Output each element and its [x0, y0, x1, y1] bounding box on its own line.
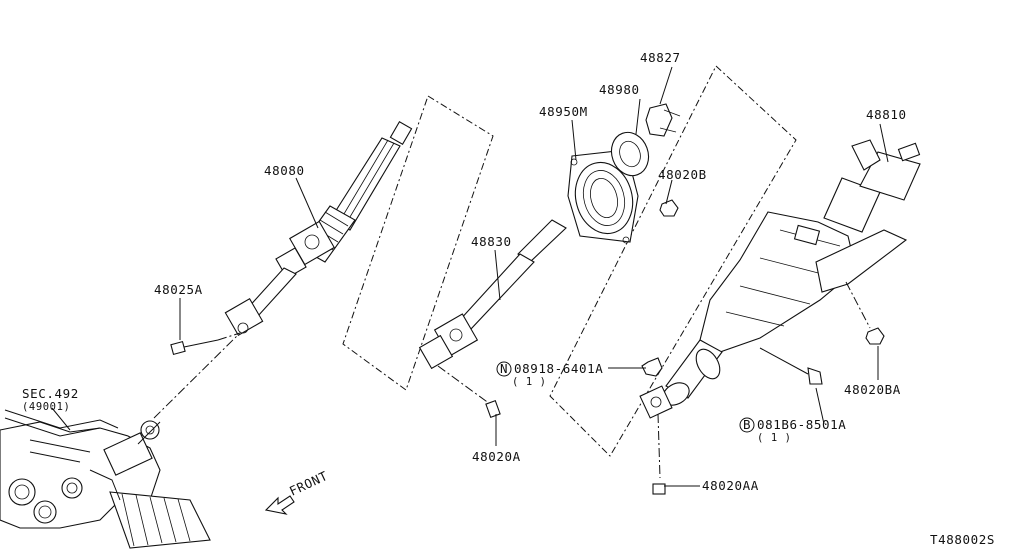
- steering-gear-assembly: [0, 409, 211, 549]
- label-48830: 48830: [471, 234, 512, 249]
- drawing-number: T488002S: [930, 532, 995, 547]
- intermediate-shaft-enclosure: [342, 95, 494, 391]
- bolt-48020AA: [652, 413, 666, 495]
- label-nut-prefix: N: [500, 361, 508, 376]
- label-sec-ref: SEC.492: [22, 386, 79, 401]
- label-bolt-code: 081B6-8501A: [757, 417, 846, 432]
- label-bolt-qty: ( 1 ): [757, 432, 792, 444]
- label-48827: 48827: [640, 50, 681, 65]
- label-48950M: 48950M: [539, 104, 588, 119]
- nut-08918-6401A: [641, 357, 663, 377]
- label-sec-sub: (49001): [22, 401, 70, 413]
- intermediate-shaft-48830: [418, 219, 567, 370]
- label-front: FRONT: [287, 468, 330, 499]
- label-nut-code: 08918-6401A: [514, 361, 603, 376]
- label-nut-qty: ( 1 ): [512, 376, 547, 388]
- label-48020AA: 48020AA: [702, 478, 759, 493]
- label-48810: 48810: [866, 107, 907, 122]
- bolt-prefix-circle: [739, 417, 755, 433]
- column-assembly-enclosure: [549, 65, 797, 457]
- nut-48020B: [659, 199, 679, 217]
- nut-48020BA: [845, 281, 885, 345]
- column-cover-48950M: [567, 149, 639, 244]
- bolt-48025A: [170, 332, 241, 356]
- label-48020A: 48020A: [472, 449, 521, 464]
- label-48980: 48980: [599, 82, 640, 97]
- clip-48827: [645, 103, 681, 137]
- nut-prefix-circle: [496, 361, 512, 377]
- front-arrow: [264, 495, 295, 515]
- label-48025A: 48025A: [154, 282, 203, 297]
- bolt-48020A: [485, 400, 501, 418]
- bearing-48980: [610, 131, 650, 177]
- gear-to-shaft-centerline: [153, 329, 244, 419]
- label-48080: 48080: [264, 163, 305, 178]
- lower-shaft-48080: [224, 120, 413, 337]
- bolt-081B6-8501A: [759, 347, 823, 385]
- shaft-bolt-leader: [437, 365, 491, 405]
- steering-column-48810: [639, 139, 921, 419]
- label-bolt-prefix: B: [743, 417, 751, 432]
- leader-lines: [51, 66, 889, 487]
- label-48020BA: 48020BA: [844, 382, 901, 397]
- label-48020B: 48020B: [658, 167, 707, 182]
